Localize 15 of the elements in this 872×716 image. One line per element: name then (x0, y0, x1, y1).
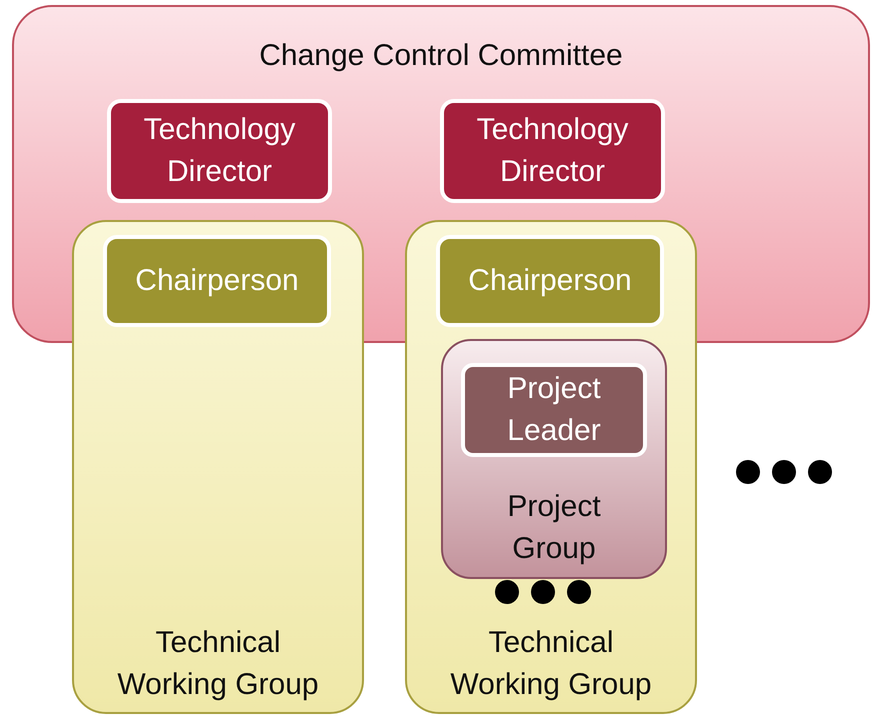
group-title: Technical Working Group (449, 625, 653, 703)
role-box (103, 235, 331, 327)
role-box (436, 235, 664, 327)
group-title: Change Control Committee (258, 38, 624, 74)
role-label: Technology Director (142, 112, 296, 190)
role-label: Chairperson (467, 263, 633, 299)
role-label: Technology Director (476, 112, 630, 190)
role-box (440, 99, 665, 203)
role-label: Chairperson (134, 263, 300, 299)
role-box (107, 99, 332, 203)
role-label: Project Leader (506, 371, 602, 449)
group-title: Project Group (506, 489, 602, 567)
group-title: Technical Working Group (116, 625, 320, 703)
role-box (461, 363, 647, 457)
project-group-panel (441, 339, 667, 579)
